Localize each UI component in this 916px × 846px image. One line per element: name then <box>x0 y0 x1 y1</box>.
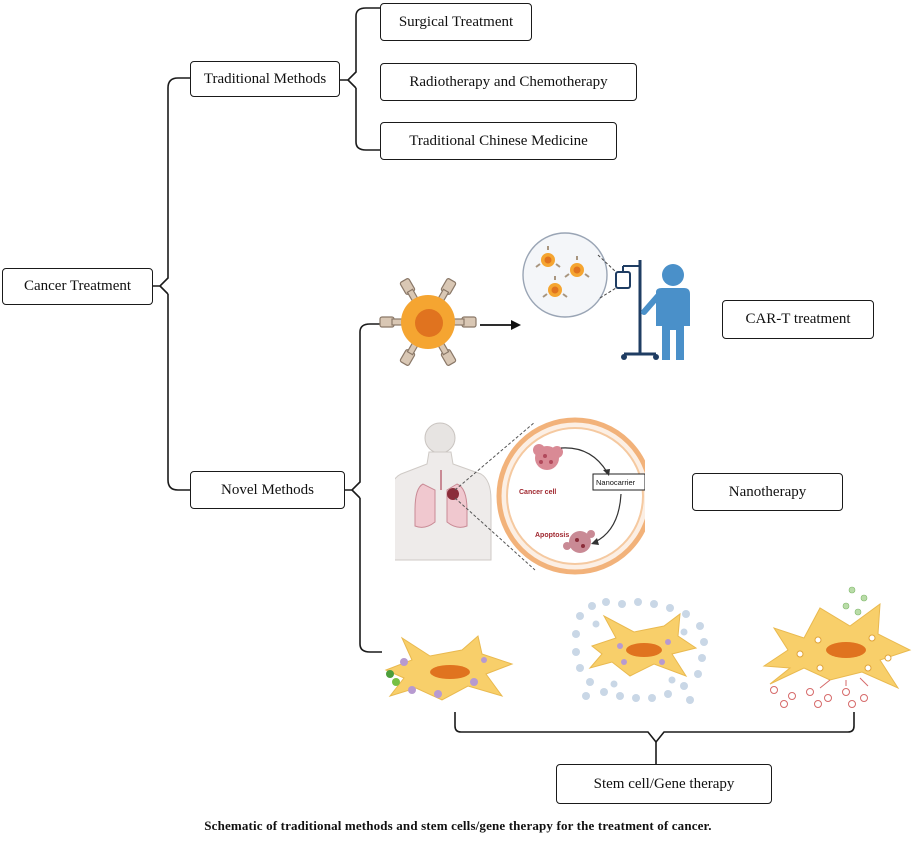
nanocarrier-label: Nanocarrier <box>596 478 636 487</box>
stem-cell-bracket <box>454 712 855 744</box>
cancer-treatment-box: Cancer Treatment <box>2 268 153 305</box>
traditional-methods-box: Traditional Methods <box>190 61 340 97</box>
apoptosis-label: Apoptosis <box>535 532 569 539</box>
traditional-chinese-medicine-box: Traditional Chinese Medicine <box>380 122 617 160</box>
novel-bracket-bottom <box>359 498 382 653</box>
patient-iv-icon <box>522 232 690 360</box>
root-bracket-top <box>153 77 190 287</box>
car-t-treatment-box: CAR-T treatment <box>722 300 874 339</box>
novel-methods-box: Novel Methods <box>190 471 345 509</box>
root-bracket-bottom <box>167 294 190 491</box>
stem-cell-gene-therapy-box: Stem cell/Gene therapy <box>556 764 772 804</box>
novel-bracket-top <box>345 323 380 491</box>
nanotherapy-box: Nanotherapy <box>692 473 843 511</box>
radiotherapy-chemotherapy-box: Radiotherapy and Chemotherapy <box>380 63 637 101</box>
stem-cell-icon <box>762 586 912 708</box>
car-t-cell-icon <box>379 278 477 366</box>
traditional-bracket-bottom <box>355 88 380 151</box>
stem-cell-icon <box>572 598 708 704</box>
human-torso-icon: Cancer cell Nanocarrier Apoptosis <box>395 417 645 575</box>
car-t-arrow-head <box>511 320 521 330</box>
cancer-cell-label: Cancer cell <box>519 489 556 496</box>
figure-caption: Schematic of traditional methods and ste… <box>204 818 712 833</box>
stem-cell-icon <box>384 635 514 701</box>
traditional-bracket-top <box>340 7 380 81</box>
surgical-treatment-box: Surgical Treatment <box>380 3 532 41</box>
